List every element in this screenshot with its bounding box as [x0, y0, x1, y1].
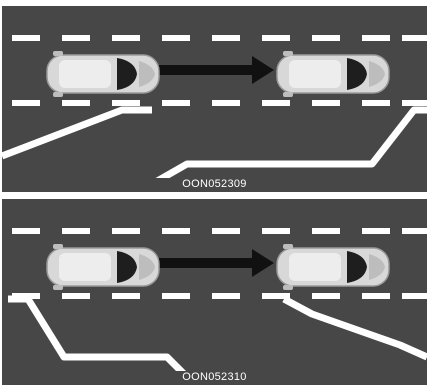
lane-dashes-lower [12, 100, 427, 106]
guide-line-left [8, 295, 190, 380]
car-icon [276, 51, 390, 97]
arrow-right-icon [152, 56, 274, 84]
car-icon [46, 244, 160, 290]
car-icon [46, 51, 160, 97]
lane-dashes-upper [12, 35, 427, 41]
lane-dashes-lower [12, 293, 427, 299]
guide-line-left [2, 106, 152, 160]
illustration-panel-bottom: OON052310 [2, 199, 427, 385]
guide-line-right [282, 295, 427, 361]
lane-dashes-upper [12, 228, 427, 234]
guide-line-right [150, 106, 427, 188]
road-scene-top [2, 35, 427, 188]
figure-code-top: OON052309 [182, 178, 247, 190]
figure-code-bottom: OON052310 [182, 371, 247, 383]
road-scene-bottom [8, 228, 427, 380]
illustration-panel-top: OON052309 [2, 6, 427, 192]
arrow-right-icon [152, 249, 274, 277]
car-icon [276, 244, 390, 290]
